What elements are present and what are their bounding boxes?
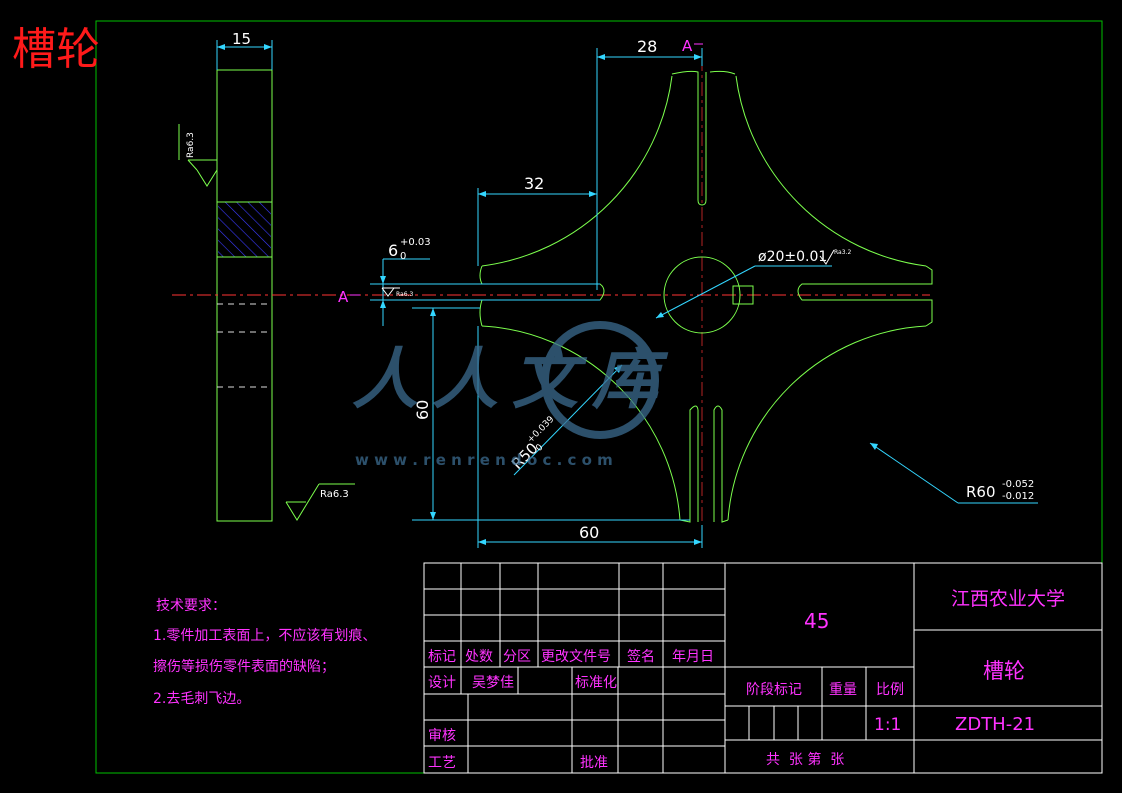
dim-bore: ø20±0.01: [758, 249, 827, 265]
dimension-arrows: [380, 54, 878, 545]
dim-radius-inner-tol-upper: +0.039: [526, 414, 557, 445]
title-block: [423, 562, 1103, 774]
dim-half-width: 60: [579, 523, 599, 542]
process-label: 工艺: [428, 755, 456, 771]
title-block-text: 45 江西农业大学 槽轮 ZDTH-21 1:1 标记 处数 分区 更改文件号 …: [428, 588, 1065, 771]
standardization-label: 标准化: [575, 675, 617, 691]
front-view-dimensions: [370, 48, 1038, 548]
stage-mark-label: 阶段标记: [746, 682, 802, 698]
tech-requirements: 技术要求： 1.零件加工表面上，不应该有划痕、 擦伤等损伤零件表面的缺陷； 2.…: [153, 598, 376, 707]
header-change-doc: 更改文件号: [541, 649, 611, 665]
school-name: 江西农业大学: [951, 588, 1065, 610]
dim-radius-outer-tol-upper: -0.052: [1002, 479, 1034, 490]
designer-name: 吴梦佳: [472, 675, 514, 691]
header-zone: 分区: [503, 649, 531, 665]
drawing-number: ZDTH-21: [955, 714, 1035, 735]
roughness-symbol-bottom: Ra6.3: [285, 483, 355, 521]
watermark-logo-circle: [541, 321, 659, 439]
dim-slot-width: 6: [388, 241, 398, 260]
watermark: 人人文库 w w w . r e n r e n d o c . c o m: [352, 321, 672, 469]
part-name: 槽轮: [983, 659, 1025, 683]
header-mark: 标记: [428, 649, 456, 665]
material: 45: [804, 609, 829, 633]
header-count: 处数: [465, 649, 493, 665]
tech-line-2: 擦伤等损伤零件表面的缺陷；: [153, 658, 335, 675]
weight-label: 重量: [829, 682, 857, 698]
side-view: 15 Ra6.3 Ra6.3: [178, 30, 355, 522]
design-label: 设计: [428, 675, 456, 691]
geneva-wheel-outline: [479, 70, 933, 523]
drawing-title: 槽轮: [12, 24, 100, 75]
header-signature: 签名: [627, 648, 655, 665]
scale-label: 比例: [876, 682, 904, 698]
roughness-symbol-left: Ra6.3: [178, 124, 218, 187]
dim-width: 15: [232, 30, 251, 48]
tech-line-3: 2.去毛刺飞边。: [153, 691, 250, 707]
roughness-symbol-slot: Ra6.3: [381, 287, 413, 298]
svg-text:Ra6.3: Ra6.3: [396, 291, 413, 298]
tech-heading: 技术要求：: [156, 598, 226, 614]
watermark-url: w w w . r e n r e n d o c . c o m: [355, 451, 613, 469]
svg-text:Ra6.3: Ra6.3: [186, 132, 196, 158]
svg-text:Ra3.2: Ra3.2: [834, 249, 851, 256]
scale-value: 1:1: [874, 715, 901, 735]
roughness-symbol-bore: Ra3.2: [819, 249, 851, 265]
review-label: 审核: [428, 728, 456, 744]
tech-line-1: 1.零件加工表面上，不应该有划痕、: [153, 627, 376, 644]
sheets-label: 共 张 第 张: [766, 751, 844, 768]
dim-slot-offset: 28: [637, 37, 657, 56]
header-date: 年月日: [672, 649, 714, 665]
approve-label: 批准: [580, 755, 608, 771]
dim-radius-outer-tol-lower: -0.012: [1002, 491, 1034, 502]
dim-slot-length: 32: [524, 174, 544, 193]
dim-slot-width-tol-lower: 0: [400, 251, 406, 262]
svg-text:Ra6.3: Ra6.3: [320, 489, 349, 500]
dim-height: 60: [413, 400, 432, 420]
section-hatch: [218, 202, 271, 257]
section-mark-top: A: [682, 37, 693, 55]
dim-radius-inner-tol-lower: 0: [534, 442, 545, 453]
section-mark-left: A: [338, 288, 349, 306]
watermark-logo-text: 人人文库: [352, 341, 672, 418]
dim-slot-width-tol-upper: +0.03: [400, 237, 431, 248]
dim-radius-outer: R60: [966, 483, 996, 501]
